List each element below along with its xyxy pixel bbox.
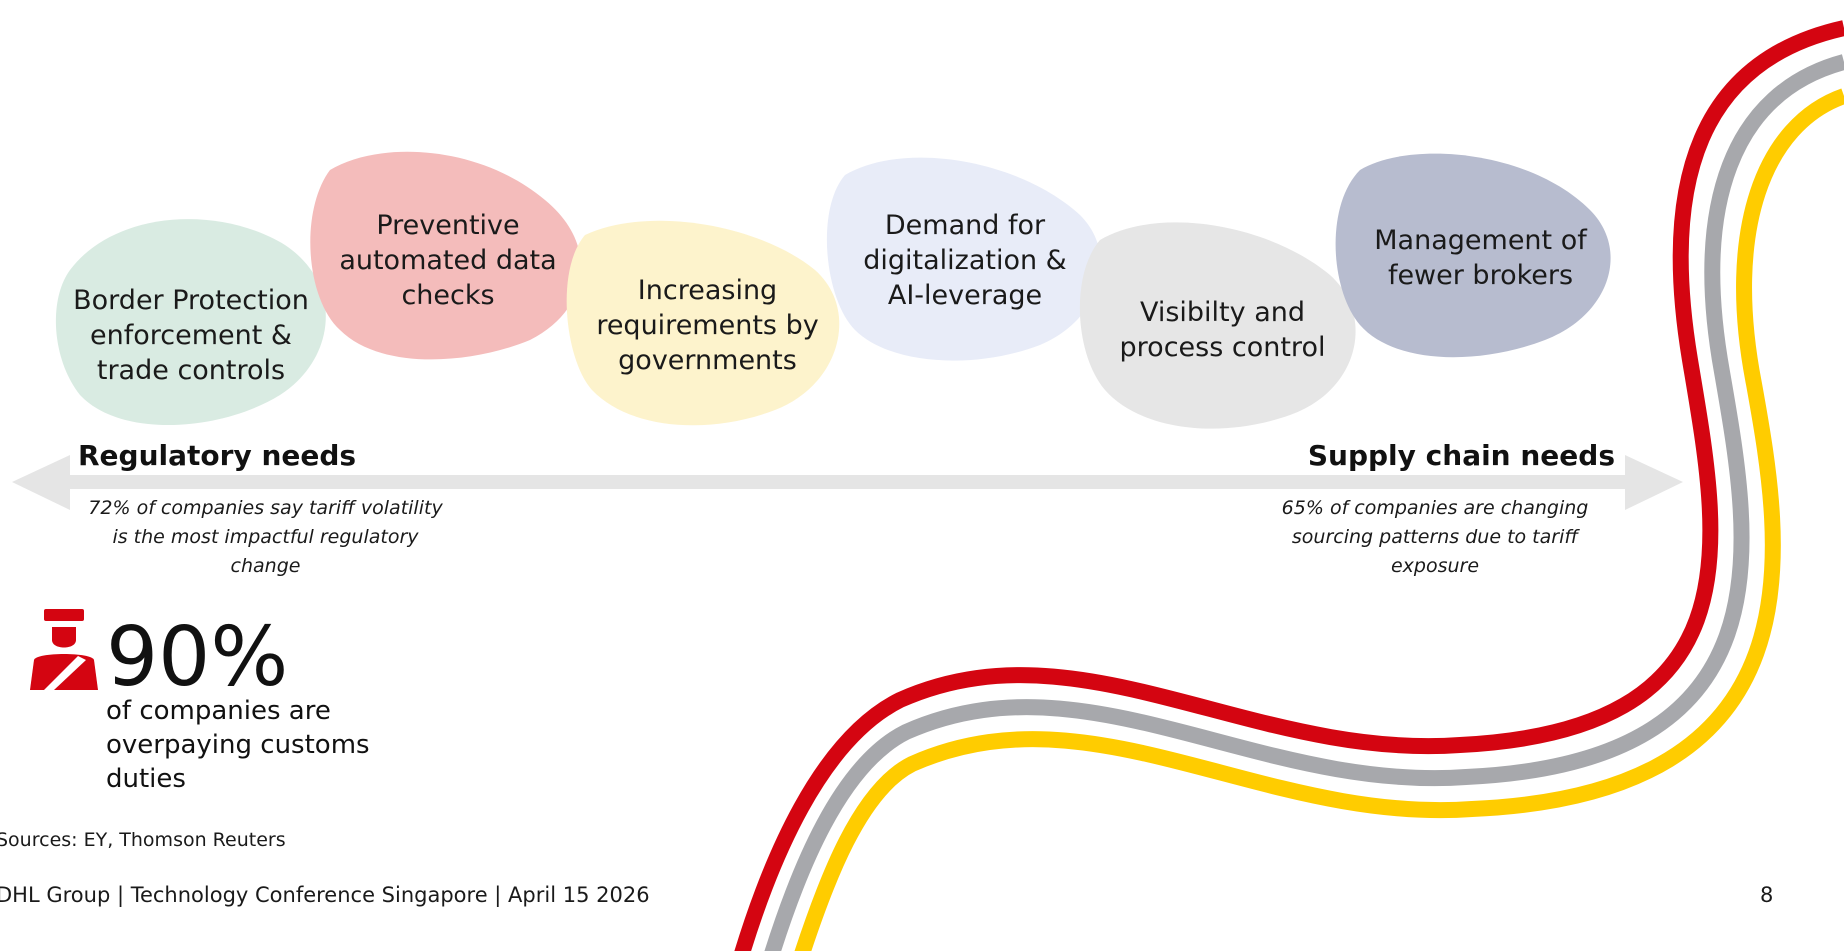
customs-officer-icon [30, 609, 98, 690]
supply-chain-needs-label: Supply chain needs [1307, 439, 1615, 472]
page-number: 8 [1760, 883, 1774, 907]
icon-cap [44, 609, 84, 621]
regulatory-note: 72% of companies say tariff volatility i… [88, 497, 443, 577]
icon-body [30, 654, 98, 690]
sources-note: Sources: EY, Thomson Reuters [0, 829, 286, 851]
blob-label-visibility: Visibilty and process control [1119, 297, 1326, 363]
blob-label-preventive-checks: Preventive automated data checks [339, 209, 557, 311]
regulatory-needs-label: Regulatory needs [78, 439, 357, 472]
red-ribbon-stripe [734, 20, 1844, 951]
icon-sash [44, 656, 86, 690]
icon-cap-band [46, 621, 82, 626]
footer-conference: DHL Group | Technology Conference Singap… [0, 883, 650, 907]
blob-label-digitalization: Demand for digitalization & AI-leverage [863, 209, 1067, 311]
blob-label-border-protection: Border Protection enforcement & trade co… [73, 284, 309, 386]
blob-label-fewer-brokers: Management of fewer brokers [1374, 224, 1587, 291]
stat-description: of companies are overpaying customs duti… [106, 696, 370, 794]
slide-title [70, 0, 1470, 6]
icon-head [52, 627, 76, 648]
supply-chain-note: 65% of companies are changing sourcing p… [1281, 497, 1589, 577]
blob-label-increasing-requirements: Increasing requirements by governments [596, 274, 819, 376]
stat-value: 90% [106, 610, 289, 705]
